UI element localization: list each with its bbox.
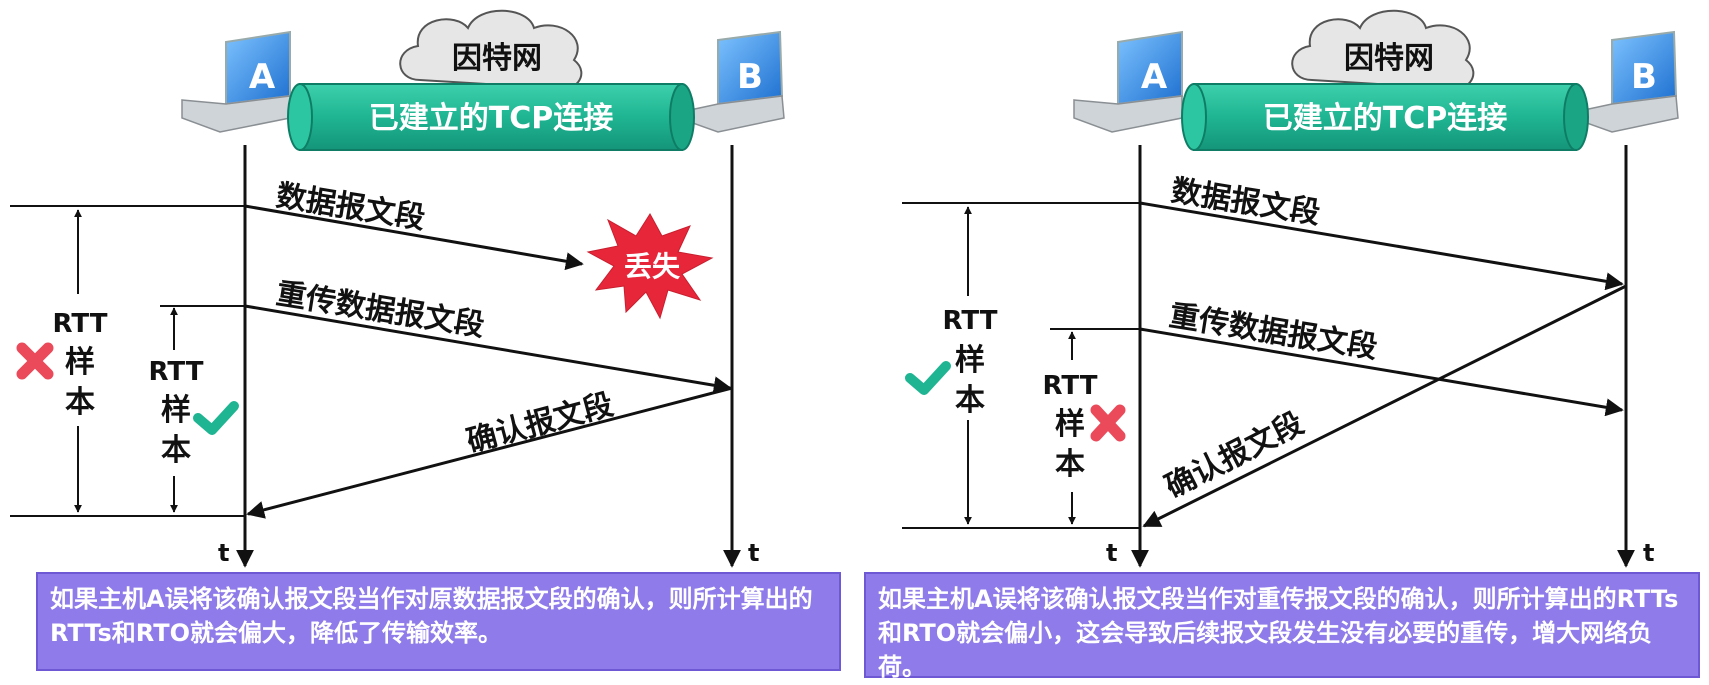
retransmit-segment-label: 重传数据报文段	[274, 276, 487, 343]
host-b-label: B	[1631, 57, 1657, 97]
rtt-sample-label-small: 样	[1055, 407, 1085, 442]
left-panel: 因特网 A B 已建立的TCP连接 t t 数据报文段	[10, 9, 785, 568]
retransmit-segment-arrow	[1139, 327, 1624, 417]
rtt-sample-label-small: 本	[1055, 447, 1085, 482]
internet-cloud: 因特网	[399, 9, 583, 91]
cross-icon	[1090, 404, 1126, 442]
internet-label: 因特网	[452, 41, 542, 76]
data-segment-label: 数据报文段	[274, 178, 428, 236]
rtt-sample-label-big: RTT	[943, 306, 998, 336]
host-b-laptop-icon: B	[1583, 30, 1679, 133]
rtt-sample-label-big: 样	[65, 345, 95, 380]
tcp-connection-label: 已建立的TCP连接	[1263, 101, 1507, 136]
host-a-time-label: t	[1106, 539, 1117, 567]
tcp-connection-pipe: 已建立的TCP连接	[287, 83, 695, 151]
check-icon	[193, 401, 239, 435]
tcp-connection-label: 已建立的TCP连接	[369, 101, 613, 136]
rtt-sample-label-small: RTT	[149, 357, 204, 387]
cross-icon	[16, 342, 54, 380]
host-a-label: A	[1141, 57, 1168, 97]
host-a-laptop-icon: A	[181, 30, 291, 133]
lost-burst-icon: 丢失	[586, 213, 714, 320]
host-b-time-label: t	[1643, 539, 1654, 567]
rtt-sample-label-big: 样	[955, 343, 985, 378]
rtt-sample-label-big: 本	[955, 383, 985, 418]
rtt-sample-label-big: RTT	[53, 309, 108, 339]
host-a-laptop-icon: A	[1073, 30, 1183, 133]
rtt-sample-label-small: RTT	[1043, 371, 1098, 401]
host-a-time-label: t	[218, 539, 229, 567]
data-segment-arrow	[244, 204, 584, 271]
ack-segment-arrow	[1142, 284, 1627, 528]
retransmit-segment-label: 重传数据报文段	[1167, 298, 1380, 365]
rtt-sample-label-small: 本	[161, 433, 191, 468]
rtt-sample-label-big: 本	[65, 385, 95, 420]
host-b-label: B	[737, 57, 763, 97]
right-caption: 如果主机A误将该确认报文段当作对重传报文段的确认，则所计算出的RTTs和RTO就…	[864, 572, 1700, 681]
left-caption: 如果主机A误将该确认报文段当作对原数据报文段的确认，则所计算出的RTTs和RTO…	[36, 572, 841, 671]
internet-cloud: 因特网	[1291, 9, 1475, 91]
tcp-connection-pipe: 已建立的TCP连接	[1181, 83, 1589, 151]
host-a-label: A	[249, 57, 276, 97]
host-b-time-label: t	[748, 539, 759, 567]
retransmit-segment-arrow	[244, 304, 732, 395]
data-segment-arrow	[1139, 201, 1624, 291]
internet-label: 因特网	[1344, 41, 1434, 76]
host-b-laptop-icon: B	[689, 30, 785, 133]
ack-segment-label: 确认报文段	[463, 387, 617, 460]
lost-label: 丢失	[624, 250, 681, 283]
data-segment-label: 数据报文段	[1169, 173, 1323, 231]
right-panel: 因特网 A B 已建立的TCP连接 t t 数据报文段 重传数据报文段 确认	[902, 9, 1679, 568]
ack-segment-arrow	[246, 386, 733, 519]
check-icon	[905, 361, 951, 395]
rtt-sample-label-small: 样	[161, 393, 191, 428]
